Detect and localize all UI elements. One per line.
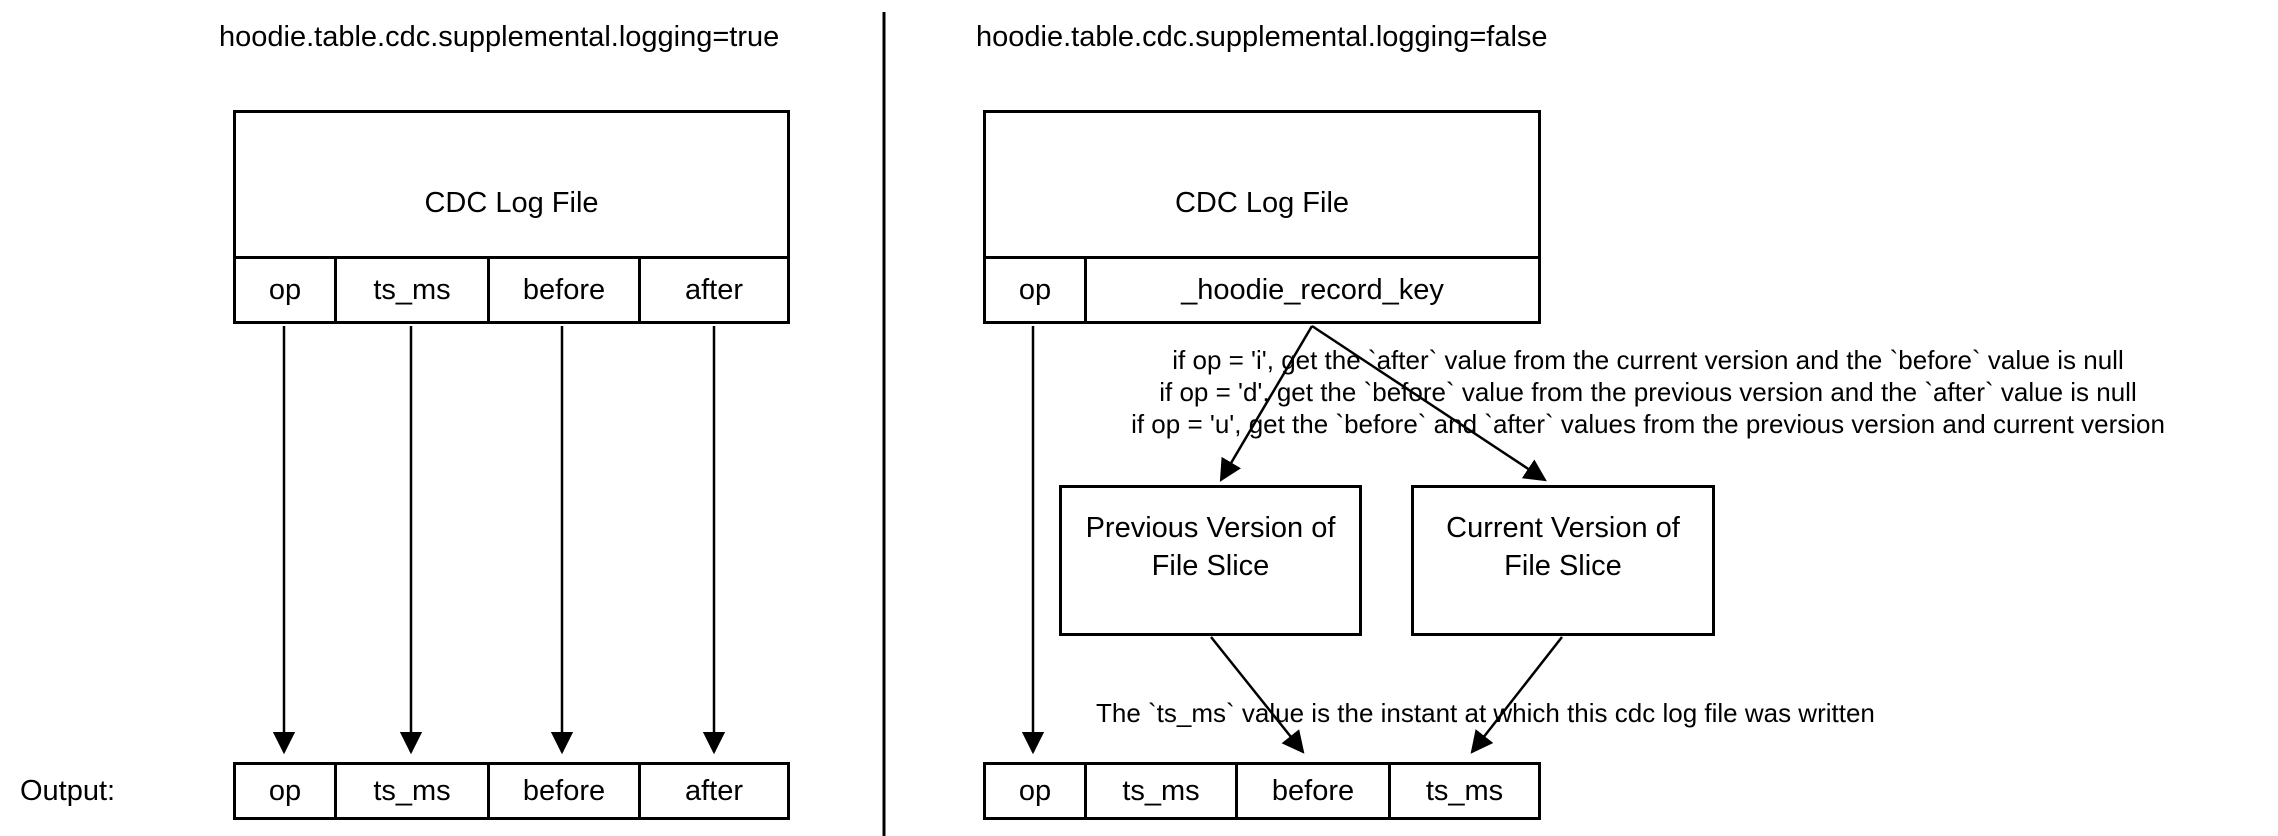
op-condition-delete: if op = 'd', get the `before` value from…	[1159, 377, 2137, 407]
previous-version-file-slice-box: Previous Version of File Slice	[1059, 485, 1362, 636]
left-column-before: before	[490, 259, 641, 321]
current-version-file-slice-box: Current Version of File Slice	[1411, 485, 1715, 636]
left-column-after: after	[684, 273, 744, 306]
right-cdc-log-file-columns: op _hoodie_record_key	[986, 259, 1538, 321]
arrow-recordkey-to-previous-version	[1219, 325, 1314, 482]
left-output-after: after	[684, 774, 744, 807]
previous-version-label-line1: Previous Version of	[1085, 511, 1336, 544]
right-output-row: op ts_ms before ts_ms	[983, 762, 1541, 820]
left-output-before: before	[490, 765, 641, 817]
right-panel-title: hoodie.table.cdc.supplemental.logging=fa…	[976, 21, 1548, 53]
right-column-op: op	[986, 259, 1087, 321]
left-column-op: op	[236, 259, 337, 321]
arrow-previous-version-to-output-before	[1210, 636, 1305, 754]
current-version-label-line2: File Slice	[1504, 549, 1622, 582]
right-output-tsms-2: ts_ms	[1425, 774, 1504, 807]
right-output-op: op	[986, 765, 1087, 817]
left-cdc-log-file-label: CDC Log File	[236, 113, 787, 259]
current-version-label-line1: Current Version of	[1446, 511, 1680, 544]
op-condition-update: if op = 'u', get the `before` and `after…	[1131, 409, 2165, 439]
right-output-tsms: ts_ms	[1087, 765, 1238, 817]
right-output-before: before	[1238, 765, 1391, 817]
right-cdc-log-file-label: CDC Log File	[986, 113, 1538, 259]
left-cdc-log-file-table: CDC Log File op ts_ms before after	[233, 110, 790, 324]
arrow-recordkey-to-current-version	[1311, 324, 1547, 482]
output-label: Output:	[20, 774, 116, 807]
arrow-current-version-to-output-tsms	[1470, 636, 1563, 754]
left-output-op: op	[236, 765, 337, 817]
op-condition-insert: if op = 'i', get the `after` value from …	[1172, 345, 2124, 375]
right-column-hoodie-record-key: _hoodie_record_key	[1181, 273, 1444, 306]
left-output-tsms: ts_ms	[337, 765, 490, 817]
right-cdc-log-file-table: CDC Log File op _hoodie_record_key	[983, 110, 1541, 324]
previous-version-label-line2: File Slice	[1151, 549, 1270, 582]
left-panel-title: hoodie.table.cdc.supplemental.logging=tr…	[219, 21, 780, 53]
op-condition-rules: if op = 'i', get the `after` value from …	[1020, 344, 2276, 440]
left-output-row: op ts_ms before after	[233, 762, 790, 820]
left-cdc-log-file-columns: op ts_ms before after	[236, 259, 787, 321]
tsms-instant-note: The `ts_ms` value is the instant at whic…	[1096, 698, 1875, 728]
left-column-tsms: ts_ms	[337, 259, 490, 321]
